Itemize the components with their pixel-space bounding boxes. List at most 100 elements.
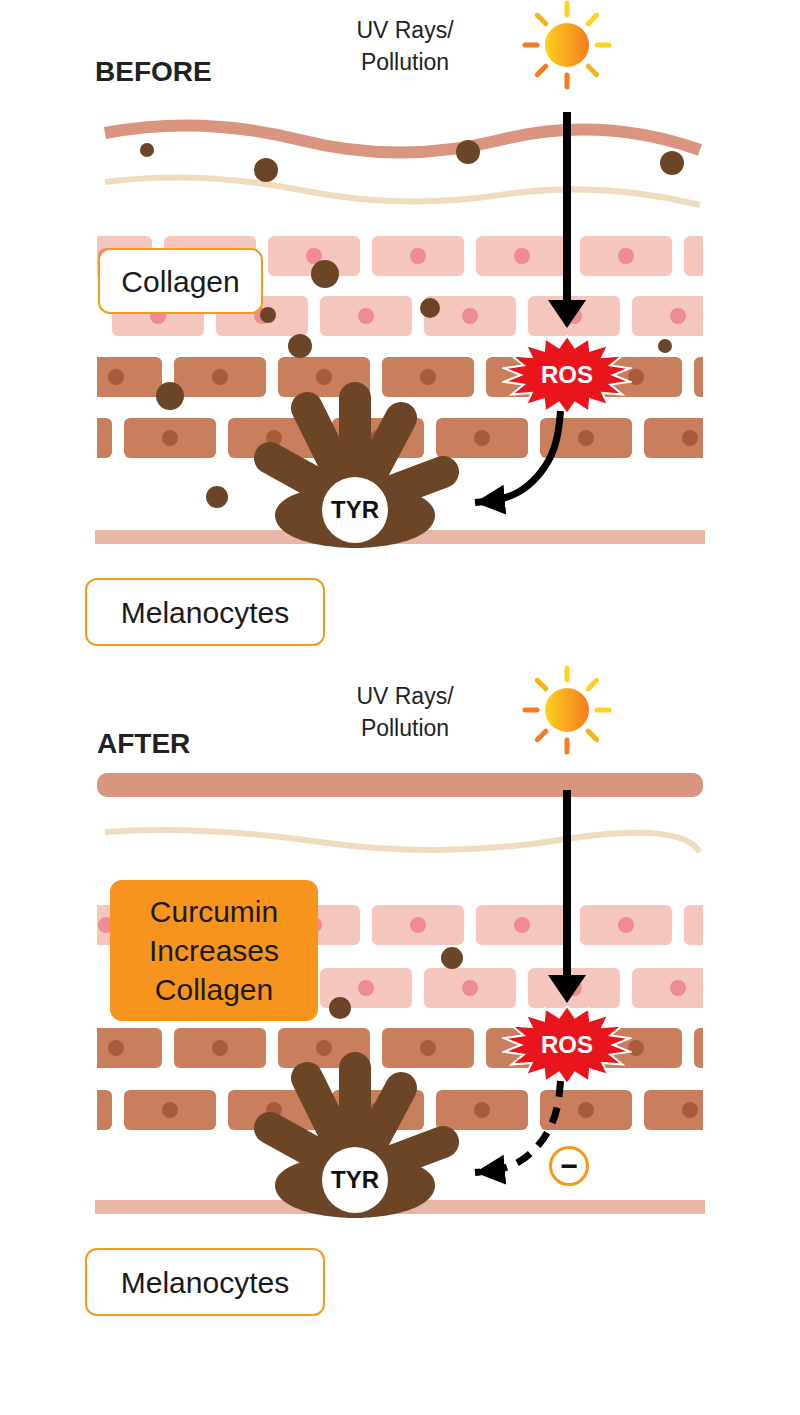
ros-starburst: ROS xyxy=(502,335,632,415)
panel-title: AFTER xyxy=(97,724,297,763)
sun-ray xyxy=(525,43,537,48)
skin-cell xyxy=(644,418,703,458)
enzyme-label: TYR xyxy=(322,477,388,543)
skin-layer xyxy=(105,178,700,206)
cell-nucleus xyxy=(682,430,698,446)
skin-cell xyxy=(644,1090,703,1130)
skin-layer xyxy=(105,830,700,852)
cell-nucleus xyxy=(162,1102,178,1118)
sun-ray xyxy=(565,3,570,15)
ros-starburst: ROS xyxy=(502,1005,632,1085)
uv-arrowhead xyxy=(548,300,586,328)
skin-cell xyxy=(124,1090,216,1130)
skin-cell xyxy=(684,905,703,945)
skin-cell xyxy=(174,357,266,397)
skin-cell xyxy=(97,418,112,458)
skin-cell xyxy=(476,905,568,945)
activation-arrow xyxy=(475,411,561,502)
cell-nucleus xyxy=(316,369,332,385)
sun-ray xyxy=(588,680,596,688)
skin-cell xyxy=(320,296,412,336)
ros-label: ROS xyxy=(541,361,593,389)
sun-ray xyxy=(588,731,596,739)
sun-ray xyxy=(565,740,570,752)
sun-icon xyxy=(525,668,609,752)
cell-nucleus xyxy=(618,917,634,933)
cell-nucleus xyxy=(358,308,374,324)
skin-cell xyxy=(97,1090,112,1130)
skin-surface xyxy=(97,773,703,797)
cell-nucleus xyxy=(420,1040,436,1056)
skin-cell xyxy=(580,905,672,945)
inhibition-sign: − xyxy=(549,1146,589,1186)
uv-arrow xyxy=(563,112,571,302)
sun-disc xyxy=(545,688,589,732)
callout-box: Curcumin Increases Collagen xyxy=(110,880,318,1021)
sun-disc xyxy=(545,23,589,67)
sun-icon xyxy=(525,3,609,87)
skin-cell xyxy=(528,296,620,336)
inhibited-arrow xyxy=(475,1081,561,1172)
cell-nucleus xyxy=(410,248,426,264)
sun-ray xyxy=(597,708,609,713)
skin-cell xyxy=(436,418,528,458)
box-label: Melanocytes xyxy=(121,593,289,632)
skin-cell xyxy=(476,236,568,276)
box-label: Curcumin Increases Collagen xyxy=(122,892,306,1009)
skin-surface xyxy=(105,125,700,152)
melanocyte-shape xyxy=(235,1050,475,1220)
sun-ray xyxy=(537,731,545,739)
cell-nucleus xyxy=(682,1102,698,1118)
cell-nucleus xyxy=(462,980,478,996)
sun-ray xyxy=(565,75,570,87)
skin-cell xyxy=(528,968,620,1008)
source-label: UV Rays/ Pollution xyxy=(335,14,475,78)
box-label: Collagen xyxy=(121,262,239,301)
skin-cell xyxy=(372,905,464,945)
sun-ray xyxy=(588,66,596,74)
label-box: Melanocytes xyxy=(85,578,325,646)
sun-ray xyxy=(537,15,545,23)
source-label: UV Rays/ Pollution xyxy=(335,680,475,744)
skin-cell xyxy=(382,1028,474,1068)
panel-title: BEFORE xyxy=(95,52,295,91)
cell-nucleus xyxy=(358,980,374,996)
cell-nucleus xyxy=(462,308,478,324)
cell-nucleus xyxy=(212,1040,228,1056)
cell-nucleus xyxy=(316,1040,332,1056)
cell-nucleus xyxy=(578,1102,594,1118)
cell-nucleus xyxy=(108,1040,124,1056)
cell-nucleus xyxy=(670,308,686,324)
cell-nucleus xyxy=(108,369,124,385)
sun-ray xyxy=(588,15,596,23)
melanocyte-cell: TYR xyxy=(235,380,475,550)
sun-ray xyxy=(525,708,537,713)
uv-arrowhead xyxy=(548,975,586,1003)
cell-nucleus xyxy=(410,917,426,933)
cell-nucleus xyxy=(578,430,594,446)
skin-cell xyxy=(632,296,703,336)
uv-arrow xyxy=(563,790,571,977)
skin-cell xyxy=(632,968,703,1008)
label-box: Collagen xyxy=(98,248,263,314)
sun-ray xyxy=(537,680,545,688)
sun-ray xyxy=(565,668,570,680)
cell-nucleus xyxy=(670,980,686,996)
skin-cell xyxy=(694,1028,703,1068)
skin-cell xyxy=(436,1090,528,1130)
skin-cell xyxy=(684,236,703,276)
skin-cell xyxy=(424,968,516,1008)
sun-ray xyxy=(597,43,609,48)
cell-nucleus xyxy=(420,369,436,385)
skin-cell xyxy=(580,236,672,276)
ros-label: ROS xyxy=(541,1031,593,1059)
cell-nucleus xyxy=(618,248,634,264)
cell-nucleus xyxy=(474,1102,490,1118)
melanocyte-shape xyxy=(235,380,475,550)
cell-nucleus xyxy=(212,369,228,385)
cell-nucleus xyxy=(628,1040,644,1056)
melanin-dots xyxy=(329,947,463,1019)
cell-nucleus xyxy=(474,430,490,446)
skin-cell xyxy=(174,1028,266,1068)
